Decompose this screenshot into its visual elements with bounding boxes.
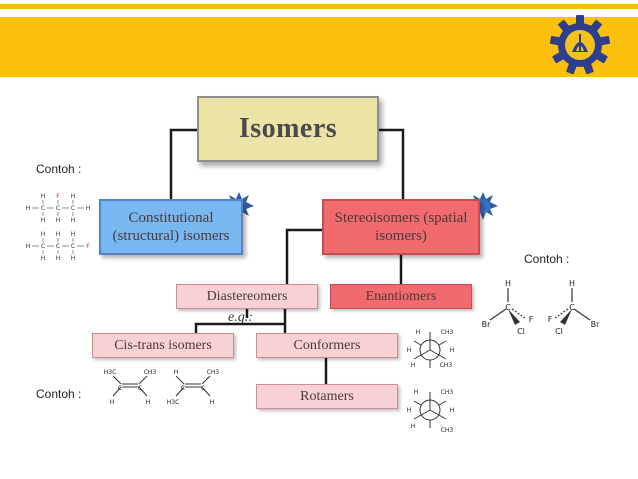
svg-text:C: C xyxy=(505,303,511,312)
svg-text:CH3: CH3 xyxy=(144,369,157,376)
svg-text:C: C xyxy=(201,385,205,392)
svg-text:H: H xyxy=(41,231,46,238)
svg-text:H: H xyxy=(450,407,455,414)
svg-text:H: H xyxy=(56,217,61,224)
svg-text:H3C: H3C xyxy=(104,369,117,376)
contoh-label-constitutional: Contoh : xyxy=(36,162,82,176)
svg-text:CH3: CH3 xyxy=(207,369,220,376)
svg-text:H: H xyxy=(411,362,416,369)
svg-text:H: H xyxy=(71,193,76,200)
stereoisomers-node: Stereoisomers (spatial isomers) xyxy=(322,199,480,255)
svg-text:F: F xyxy=(56,193,60,200)
cis-trans-isomers-node: Cis-trans isomers xyxy=(92,333,234,358)
svg-text:F: F xyxy=(86,243,90,250)
svg-text:C: C xyxy=(569,303,575,312)
svg-text:H: H xyxy=(26,243,31,250)
svg-text:CH3: CH3 xyxy=(441,329,454,336)
svg-text:C: C xyxy=(56,205,60,212)
svg-text:H: H xyxy=(71,255,76,262)
svg-text:H: H xyxy=(407,347,412,354)
svg-text:H: H xyxy=(505,279,511,288)
svg-text:CH3: CH3 xyxy=(441,389,454,396)
svg-text:H: H xyxy=(416,329,421,336)
conformers-node: Conformers xyxy=(256,333,398,358)
svg-text:H: H xyxy=(411,423,416,430)
svg-text:Cl: Cl xyxy=(555,327,563,336)
svg-text:H: H xyxy=(41,255,46,262)
enantiomers-node: Enantiomers xyxy=(330,284,472,309)
svg-text:H: H xyxy=(210,399,215,406)
svg-text:Br: Br xyxy=(482,320,491,329)
conformer-newman-projections: H CH3 H H H CH3 H CH3 H H H CH3 xyxy=(407,329,455,434)
svg-text:H3C: H3C xyxy=(167,399,180,406)
header-banner xyxy=(0,17,638,77)
constitutional-isomers-node: Constitutional (structural) isomers xyxy=(99,199,243,255)
svg-text:H: H xyxy=(56,231,61,238)
svg-text:C: C xyxy=(56,243,60,250)
isomers-node: Isomers xyxy=(197,96,379,162)
top-accent-line xyxy=(0,4,638,9)
cis-trans-example-molecules: H3C CH3 H H C C H CH3 H3C H C C xyxy=(104,369,220,406)
svg-text:C: C xyxy=(181,385,185,392)
svg-text:H: H xyxy=(569,279,575,288)
svg-text:H: H xyxy=(450,347,455,354)
svg-text:F: F xyxy=(529,315,534,324)
svg-text:C: C xyxy=(71,243,75,250)
svg-text:F: F xyxy=(548,315,553,324)
svg-text:H: H xyxy=(56,255,61,262)
svg-text:H: H xyxy=(71,217,76,224)
svg-text:C: C xyxy=(118,385,122,392)
svg-text:H: H xyxy=(174,369,179,376)
diastereomers-node: Diastereomers xyxy=(176,284,318,309)
svg-text:H: H xyxy=(71,231,76,238)
contoh-label-cis-trans: Contoh : xyxy=(36,387,82,401)
svg-text:Br: Br xyxy=(591,320,600,329)
svg-text:H: H xyxy=(146,399,151,406)
svg-text:H: H xyxy=(86,205,91,212)
svg-text:H: H xyxy=(26,205,31,212)
svg-text:H: H xyxy=(407,407,412,414)
svg-text:H: H xyxy=(41,217,46,224)
svg-text:C: C xyxy=(41,243,45,250)
svg-text:C: C xyxy=(41,205,45,212)
svg-text:H: H xyxy=(41,193,46,200)
contoh-label-enantiomers: Contoh : xyxy=(524,252,570,266)
svg-text:CH3: CH3 xyxy=(441,427,454,434)
svg-text:CH3: CH3 xyxy=(440,362,453,369)
example-label: e.g.: xyxy=(228,310,253,325)
university-logo xyxy=(550,15,610,75)
rotamers-node: Rotamers xyxy=(256,384,398,409)
svg-text:C: C xyxy=(138,385,142,392)
svg-text:H: H xyxy=(110,399,115,406)
svg-text:C: C xyxy=(71,205,75,212)
svg-text:H: H xyxy=(414,389,419,396)
svg-text:Cl: Cl xyxy=(517,327,525,336)
